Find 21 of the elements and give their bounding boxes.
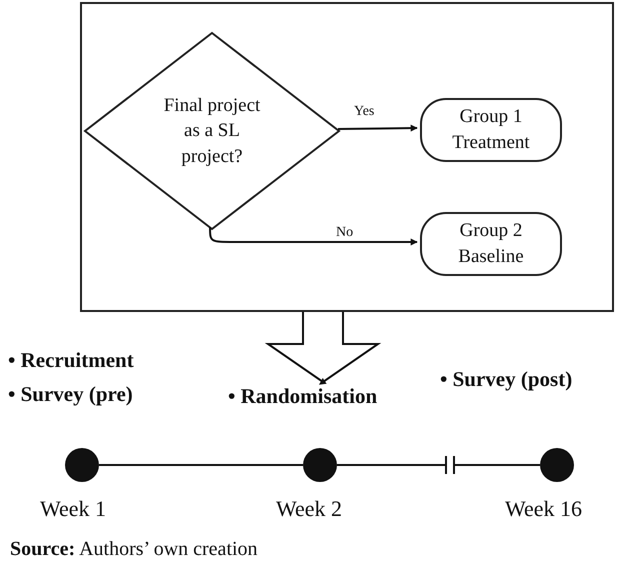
terminal-box bbox=[420, 98, 562, 162]
bullet-item: • Survey (post) bbox=[440, 367, 572, 392]
bullet-item: • Randomisation bbox=[228, 384, 378, 409]
bullet-item: • Recruitment bbox=[8, 348, 134, 373]
timeline-dot bbox=[540, 448, 574, 482]
frame-box bbox=[80, 2, 614, 312]
timeline-dot bbox=[65, 448, 99, 482]
node-text: Group 2 Baseline bbox=[457, 219, 525, 269]
timeline-dot bbox=[303, 448, 337, 482]
connector-line bbox=[337, 464, 540, 466]
source-caption: Source: Authors’ own creation bbox=[10, 538, 258, 561]
node-text: Final project as a SL project? bbox=[162, 94, 262, 169]
week-label: Week 2 bbox=[276, 496, 342, 522]
block-arrow bbox=[264, 311, 382, 385]
terminal-box bbox=[420, 212, 562, 276]
connector-line bbox=[99, 464, 303, 466]
week-label: Week 16 bbox=[505, 496, 582, 522]
bullet-item: • Survey (pre) bbox=[8, 382, 133, 407]
node-text: Group 1 Treatment bbox=[451, 105, 531, 155]
arrow bbox=[338, 124, 418, 132]
week-label: Week 1 bbox=[40, 496, 106, 522]
